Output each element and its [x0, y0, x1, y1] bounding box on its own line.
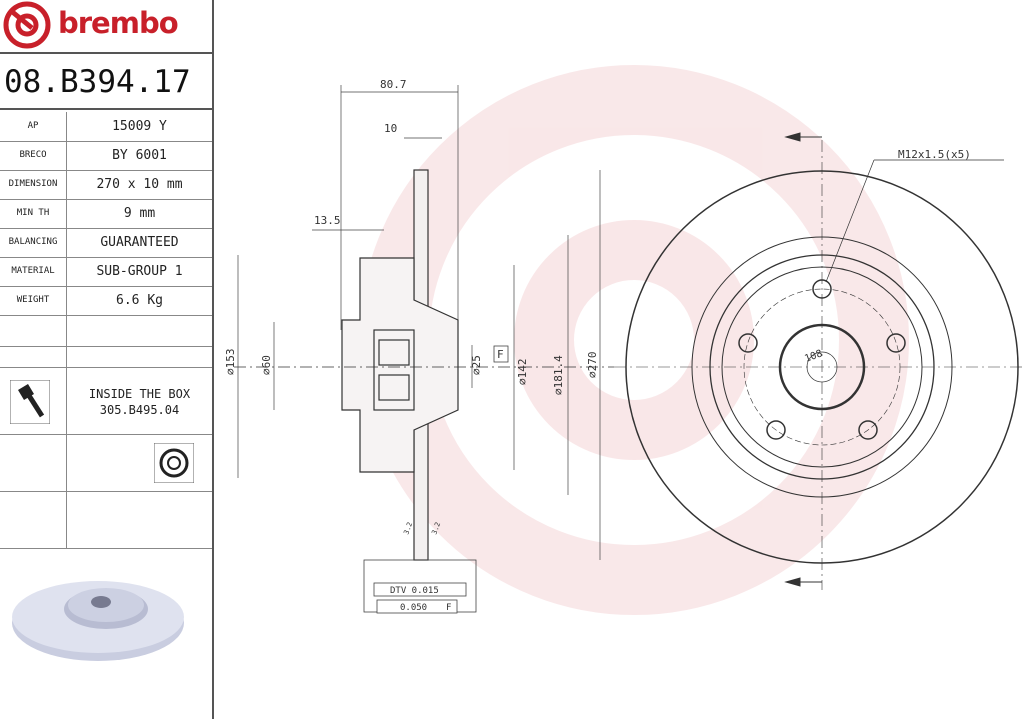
blank-row — [0, 347, 212, 368]
spec-value: GUARANTEED — [100, 235, 179, 250]
spec-key: AP — [0, 112, 67, 141]
dtv-tolerance: DTV 0.015 — [390, 586, 439, 596]
dim-disc-thickness: 10 — [384, 122, 397, 135]
inside-box-code: 305.B495.04 — [99, 403, 180, 417]
spec-key: MATERIAL — [0, 257, 67, 286]
thread-spec: M12x1.5(x5) — [898, 148, 971, 161]
brand-name: brembo — [58, 6, 179, 40]
spec-key: DIMENSION — [0, 170, 67, 199]
section-view — [234, 169, 614, 561]
pcd-label: 108 — [803, 348, 824, 365]
spec-row: AP 15009 Y — [0, 112, 212, 142]
dimension-lines — [237, 85, 601, 560]
roughness-right: 3.2 — [430, 521, 442, 536]
dim-d25: ∅25 — [470, 355, 483, 375]
spec-key: BRECO — [0, 141, 67, 170]
datum-f: F — [497, 348, 504, 361]
inside-box-row: INSIDE THE BOX 305.B495.04 — [0, 368, 212, 435]
dim-hub-offset: 13.5 — [314, 214, 341, 227]
accessory-row — [0, 435, 212, 492]
runout-datum: F — [446, 603, 451, 613]
brembo-logo: brembo — [0, 0, 212, 54]
dim-d153: ∅153 — [224, 349, 237, 376]
part-number: 08.B394.17 — [0, 54, 212, 110]
dim-d142: ∅142 — [516, 359, 529, 386]
brembo-logo-icon — [3, 1, 51, 49]
nut-icon — [154, 443, 194, 483]
blank-row — [0, 492, 212, 549]
spec-row: BRECO BY 6001 — [0, 141, 212, 171]
front-view — [614, 132, 1024, 590]
dim-width-total: 80.7 — [380, 78, 407, 91]
spec-row: BALANCING GUARANTEED — [0, 228, 212, 258]
dim-d270: ∅270 — [586, 352, 599, 379]
spec-row: DIMENSION 270 x 10 mm — [0, 170, 212, 200]
roughness-left: 3.2 — [402, 521, 414, 536]
inside-box-title: INSIDE THE BOX — [88, 387, 191, 401]
spec-value: BY 6001 — [112, 148, 167, 163]
runout-tolerance: 0.050 — [400, 603, 427, 613]
blank-row — [0, 316, 212, 347]
spec-value: SUB-GROUP 1 — [96, 264, 183, 279]
spec-row: MATERIAL SUB-GROUP 1 — [0, 257, 212, 287]
spec-value: 9 mm — [123, 206, 156, 221]
dim-d181: ∅181.4 — [552, 355, 565, 395]
tolerance-frames — [363, 559, 477, 614]
spec-row: MIN TH 9 mm — [0, 199, 212, 229]
dim-d60: ∅60 — [260, 355, 273, 375]
spec-key: MIN TH — [0, 199, 67, 228]
spec-value: 6.6 Kg — [116, 293, 163, 308]
spec-key: BALANCING — [0, 228, 67, 257]
bolt-icon — [10, 380, 50, 424]
disc-render-image — [12, 581, 184, 661]
spec-value: 15009 Y — [112, 119, 167, 134]
technical-drawing: 80.7 10 13.5 ∅153 ∅60 ∅25 F ∅142 ∅181.4 … — [224, 65, 1024, 615]
spec-key: WEIGHT — [0, 286, 67, 315]
spec-row: WEIGHT 6.6 Kg — [0, 286, 212, 316]
spec-value: 270 x 10 mm — [96, 177, 183, 192]
